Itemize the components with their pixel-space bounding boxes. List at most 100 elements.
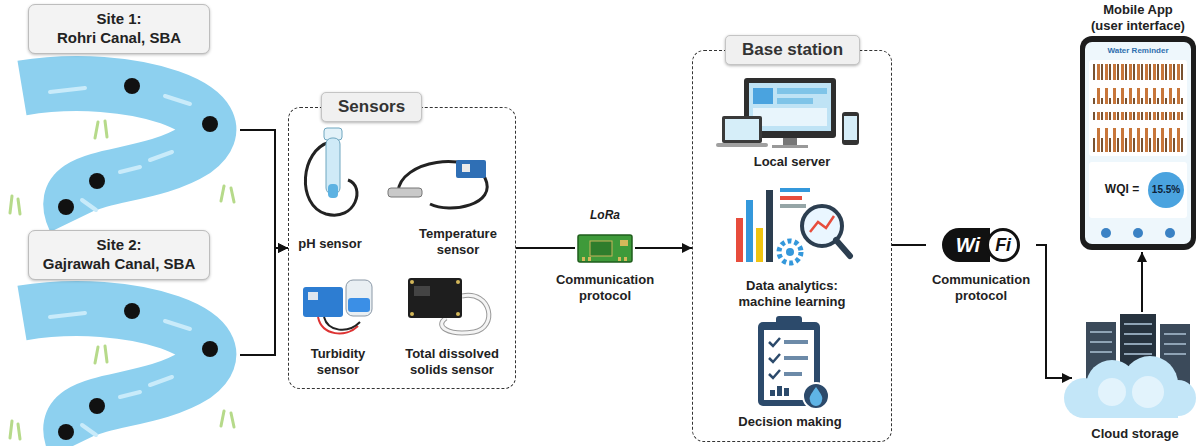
mobile-phone-icon (1101, 228, 1175, 238)
turbidity-sensor-icon (303, 280, 372, 333)
decision-making-icon (784, 356, 808, 360)
cloud-storage-icon (1090, 331, 1112, 333)
decision-making-icon (769, 338, 780, 346)
tds-sensor-icon (410, 312, 414, 316)
canal-illustration (10, 303, 234, 445)
temperature-sensor-icon (388, 188, 422, 197)
lora-chip-icon (620, 240, 628, 246)
mobile-phone-icon (1165, 228, 1175, 238)
mobile-phone-icon (1092, 112, 1184, 152)
tds-sensor-icon (456, 312, 460, 316)
text-line: Data analytics: (739, 278, 846, 294)
decision-making-icon (784, 340, 808, 376)
turbidity-sensor-icon (348, 298, 370, 312)
data-analytics-icon (779, 241, 801, 263)
text-line: Rohri Canal, SBA (35, 29, 203, 48)
group-heading: Base station (725, 35, 860, 65)
site-label: Site 1: Rohri Canal, SBA (28, 4, 210, 54)
mobile-app: Mobile App (user interface) (1078, 2, 1198, 252)
local-server-icon (777, 98, 813, 104)
connector-arrow (892, 244, 926, 246)
text-line: Gajrawah Canal, SBA (35, 255, 203, 274)
station-caption: Decision making (738, 414, 841, 430)
tds-sensor-icon (408, 278, 462, 318)
lora-chip-icon (618, 257, 621, 261)
local-server-icon (783, 138, 797, 145)
cloud-storage-icon (1090, 351, 1112, 353)
data-analytics-icon (780, 204, 806, 208)
data-analytics-icon (780, 196, 802, 200)
decision-making-icon (770, 386, 789, 396)
decision-making-icon (758, 316, 829, 409)
data-analytics-icon (780, 188, 810, 192)
decision-making-icon (769, 354, 780, 362)
cloud-storage-icon (1084, 396, 1178, 418)
wqi-value: 15.5% (1152, 184, 1180, 196)
text-line: Site 2: (35, 236, 203, 255)
cloud-storage-icon (1124, 343, 1152, 345)
lora-chip-icon (624, 257, 627, 261)
wqi-label: WQI = (1105, 182, 1139, 196)
data-analytics-icon (786, 248, 794, 256)
lora-chip-icon (578, 235, 632, 262)
data-analytics-icon (810, 216, 834, 232)
station-caption: Data analytics: machine learning (739, 278, 846, 309)
cloud-storage-icon (1124, 323, 1152, 325)
mobile-phone-icon (1080, 36, 1196, 250)
lora-chip-icon (590, 241, 612, 256)
cloud-storage-icon (1132, 376, 1164, 408)
sensor-caption: Temperature sensor (419, 226, 497, 257)
lora-module: LoRaCommunication protocol (575, 208, 635, 264)
connector-arrow (240, 130, 288, 248)
tds-sensor-icon (410, 280, 414, 284)
mobile-phone-icon (1092, 64, 1184, 104)
protocol-caption: Communication protocol (556, 272, 654, 303)
group-heading: Sensors (321, 92, 422, 122)
turbidity-sensor-icon (303, 287, 343, 317)
cloud-storage-icon (1124, 353, 1152, 355)
cloud-storage-icon (1164, 343, 1186, 345)
sensor-caption: pH sensor (298, 236, 362, 252)
turbidity-sensor-icon (308, 292, 318, 300)
data-analytics-icon (836, 240, 850, 256)
local-server-icon (844, 116, 857, 140)
canal-illustration (10, 78, 234, 220)
decision-making-icon (769, 338, 780, 378)
lora-chip-icon (588, 257, 591, 261)
base-station-group: Base station (692, 50, 892, 442)
cloud-storage-icon (1064, 356, 1196, 418)
decision-making-icon (784, 340, 808, 344)
mobile-phone-icon (1133, 228, 1143, 238)
cloud-storage-icon (1164, 333, 1186, 335)
turbidity-sensor-icon (324, 317, 360, 330)
app-screen-title: Water Reminder (1107, 46, 1168, 56)
text-line: (user interface) (1078, 18, 1198, 34)
text-line: Mobile App (1078, 2, 1198, 18)
cloud-storage-icon (1098, 376, 1164, 408)
lora-chip-icon (582, 257, 585, 261)
canal-illustration (10, 78, 234, 445)
turbidity-sensor-icon (346, 280, 372, 316)
local-server-icon (772, 145, 808, 148)
data-analytics-icon (746, 200, 753, 262)
mobile-phone-icon (1089, 162, 1187, 218)
tds-sensor-icon (410, 280, 460, 316)
cloud-storage-icon (1090, 324, 1186, 354)
site-node: Site 1: Rohri Canal, SBA (0, 4, 240, 226)
decision-making-icon (784, 372, 802, 376)
temperature-sensor-icon (456, 160, 486, 178)
tds-sensor-icon (456, 280, 460, 284)
mobile-phone-icon (1101, 228, 1111, 238)
decision-making-icon (810, 387, 823, 406)
local-server-icon (722, 116, 762, 143)
data-analytics-icon (736, 188, 850, 263)
ph-sensor-icon (328, 184, 338, 198)
cloud-storage: Cloud storage (1072, 312, 1198, 446)
mobile-phone-icon (1080, 36, 1196, 250)
connector-arrow (516, 247, 575, 249)
mobile-phone-icon (1148, 172, 1184, 208)
tds-sensor-icon (408, 278, 489, 333)
